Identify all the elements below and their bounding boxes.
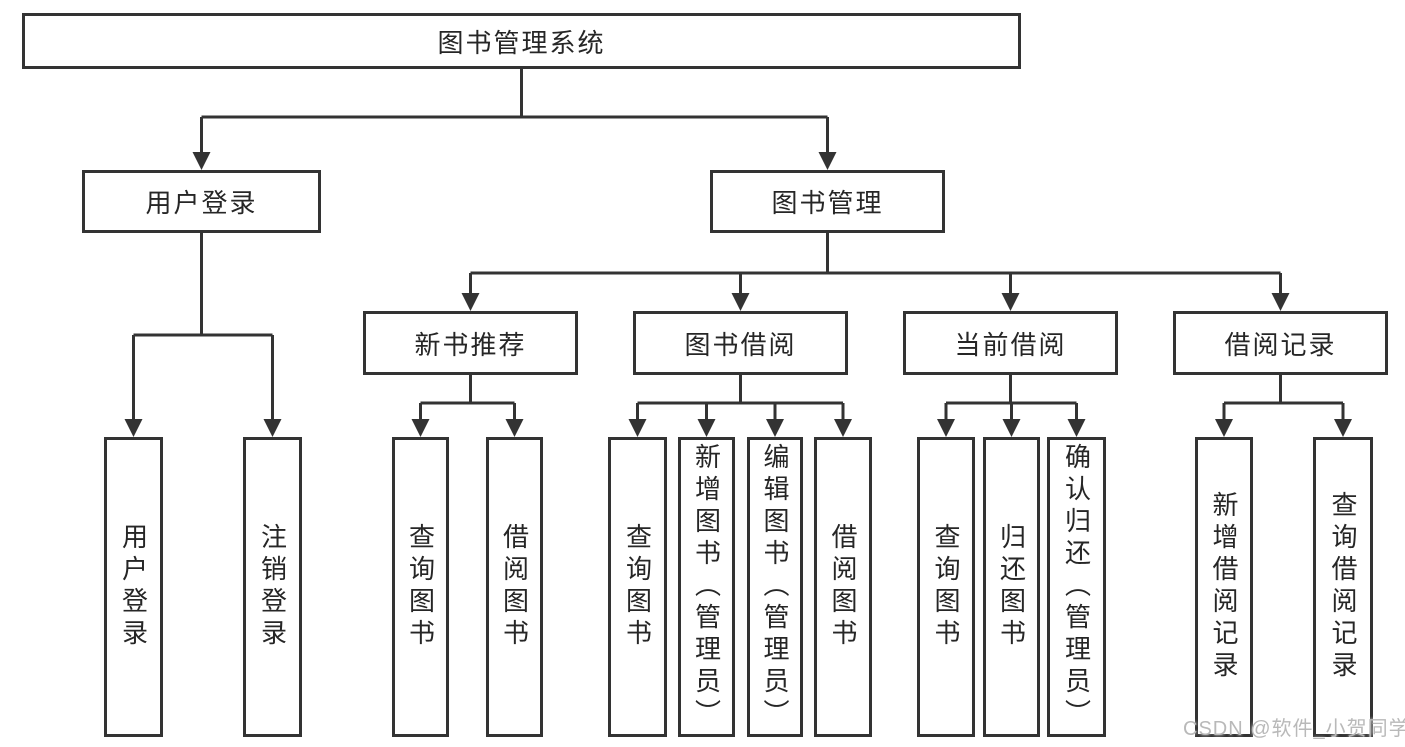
node-book-management-label: 图书管理	[771, 188, 884, 218]
leaf-edit-book-admin-label: 编辑图书（管理员）	[760, 443, 790, 731]
leaf-borrow-books-2-label: 借阅图书	[828, 523, 858, 651]
leaf-query-borrow-record: 查询借阅记录	[1313, 437, 1373, 737]
watermark-text: CSDN @软件_小贺同学	[1183, 718, 1405, 740]
leaf-logout: 注销登录	[243, 437, 302, 737]
node-user-login-label: 用户登录	[145, 188, 258, 218]
node-current-borrow-label: 当前借阅	[954, 329, 1067, 360]
leaf-query-books-2: 查询图书	[608, 437, 667, 737]
node-book-borrow: 图书借阅	[633, 311, 848, 375]
leaf-query-books-1: 查询图书	[392, 437, 449, 737]
leaf-query-books-3: 查询图书	[917, 437, 975, 737]
node-book-borrow-label: 图书借阅	[684, 329, 797, 360]
node-new-book-recommend-label: 新书推荐	[414, 329, 527, 360]
leaf-confirm-return-admin-label: 确认归还（管理员）	[1061, 443, 1092, 731]
node-current-borrow: 当前借阅	[903, 311, 1118, 375]
leaf-return-books: 归还图书	[983, 437, 1040, 737]
node-borrow-records: 借阅记录	[1173, 311, 1388, 375]
connector-arrows	[124, 117, 1352, 437]
leaf-query-books-2-label: 查询图书	[622, 523, 653, 651]
leaf-add-book-admin: 新增图书（管理员）	[678, 437, 735, 737]
leaf-user-login-label: 用户登录	[118, 523, 149, 651]
leaf-user-login: 用户登录	[104, 437, 163, 737]
leaf-query-borrow-record-label: 查询借阅记录	[1328, 491, 1358, 683]
node-book-management: 图书管理	[710, 170, 945, 233]
node-user-login: 用户登录	[82, 170, 321, 233]
node-new-book-recommend: 新书推荐	[363, 311, 578, 375]
leaf-query-books-1-label: 查询图书	[405, 523, 436, 651]
leaf-add-book-admin-label: 新增图书（管理员）	[691, 443, 722, 731]
leaf-logout-label: 注销登录	[257, 523, 288, 651]
leaf-add-borrow-record: 新增借阅记录	[1195, 437, 1253, 737]
leaf-borrow-books-1-label: 借阅图书	[499, 523, 530, 651]
node-borrow-records-label: 借阅记录	[1224, 329, 1337, 360]
leaf-edit-book-admin: 编辑图书（管理员）	[747, 437, 803, 737]
leaf-borrow-books-2: 借阅图书	[814, 437, 872, 737]
node-library-system: 图书管理系统	[22, 13, 1021, 69]
node-library-system-label: 图书管理系统	[437, 27, 606, 58]
leaf-confirm-return-admin: 确认归还（管理员）	[1047, 437, 1106, 737]
leaf-borrow-books-1: 借阅图书	[486, 437, 543, 737]
leaf-query-books-3-label: 查询图书	[931, 523, 961, 651]
leaf-add-borrow-record-label: 新增借阅记录	[1209, 491, 1239, 683]
leaf-return-books-label: 归还图书	[996, 523, 1027, 651]
